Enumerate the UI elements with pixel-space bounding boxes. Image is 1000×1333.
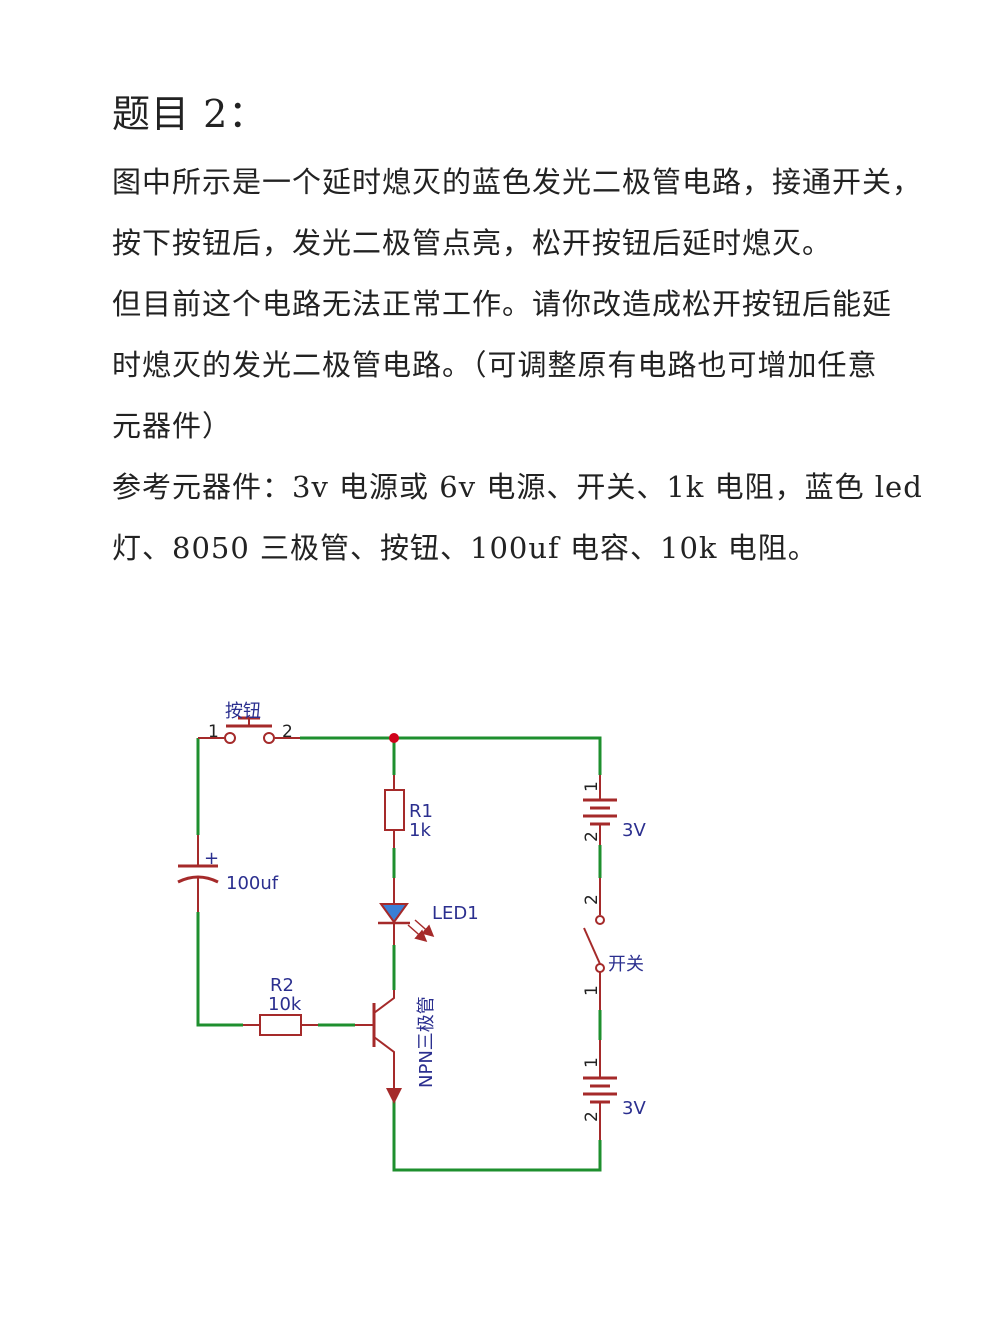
battery-bottom-label: 3V (622, 1098, 646, 1119)
battery-top-label: 3V (622, 820, 646, 841)
npn-transistor (355, 990, 402, 1104)
button-pin2: 2 (282, 722, 293, 742)
capacitor-value: 100uf (226, 873, 279, 894)
battery-bottom-icon (583, 1040, 617, 1140)
battery-top-pin1: 1 (582, 781, 602, 792)
question-line: 按下按钮后，发光二极管点亮，松开按钮后延时熄灭。 (112, 226, 833, 260)
capacitor-plus: + (204, 848, 219, 869)
resistor-r1 (384, 775, 405, 848)
question-text: 题目 2： 图中所示是一个延时熄灭的蓝色发光二极管电路，接通开关， 按下按钮后，… (112, 88, 942, 579)
button-pin1: 1 (208, 722, 219, 742)
question-line: 时熄灭的发光二极管电路。（可调整原有电路也可增加任意 (112, 348, 878, 382)
question-line: 图中所示是一个延时熄灭的蓝色发光二极管电路，接通开关， (112, 165, 923, 199)
battery-bottom-pin2: 2 (582, 1111, 602, 1122)
r2-name: R2 (270, 975, 294, 996)
transistor-label: NPN三极管 (416, 996, 437, 1088)
battery-top-pin2: 2 (582, 831, 602, 842)
battery-bottom-pin1: 1 (582, 1057, 602, 1068)
push-button (198, 716, 300, 744)
r1-name: R1 (409, 801, 433, 822)
battery-top-icon (583, 775, 617, 845)
question-line: 灯、8050 三极管、按钮、100uf 电容、10k 电阻。 (112, 531, 818, 565)
switch-label: 开关 (608, 954, 644, 975)
switch-pin1: 1 (582, 985, 602, 996)
resistor-r2 (243, 1014, 318, 1036)
button-label: 按钮 (225, 701, 261, 722)
wires (196, 736, 602, 1172)
question-line: 参考元器件：3v 电源或 6v 电源、开关、1k 电阻，蓝色 led (112, 470, 923, 504)
switch-icon (583, 878, 605, 1010)
switch-pin2: 2 (582, 894, 602, 905)
r1-value: 1k (409, 820, 431, 841)
capacitor-icon (177, 835, 219, 912)
question-line: 但目前这个电路无法正常工作。请你改造成松开按钮后能延 (112, 287, 893, 321)
led-label: LED1 (432, 903, 479, 924)
r2-value: 10k (268, 994, 302, 1015)
junction-dot (389, 733, 399, 743)
question-title: 题目 2： (112, 92, 268, 136)
led-icon (378, 878, 435, 945)
question-line: 元器件） (112, 409, 233, 443)
